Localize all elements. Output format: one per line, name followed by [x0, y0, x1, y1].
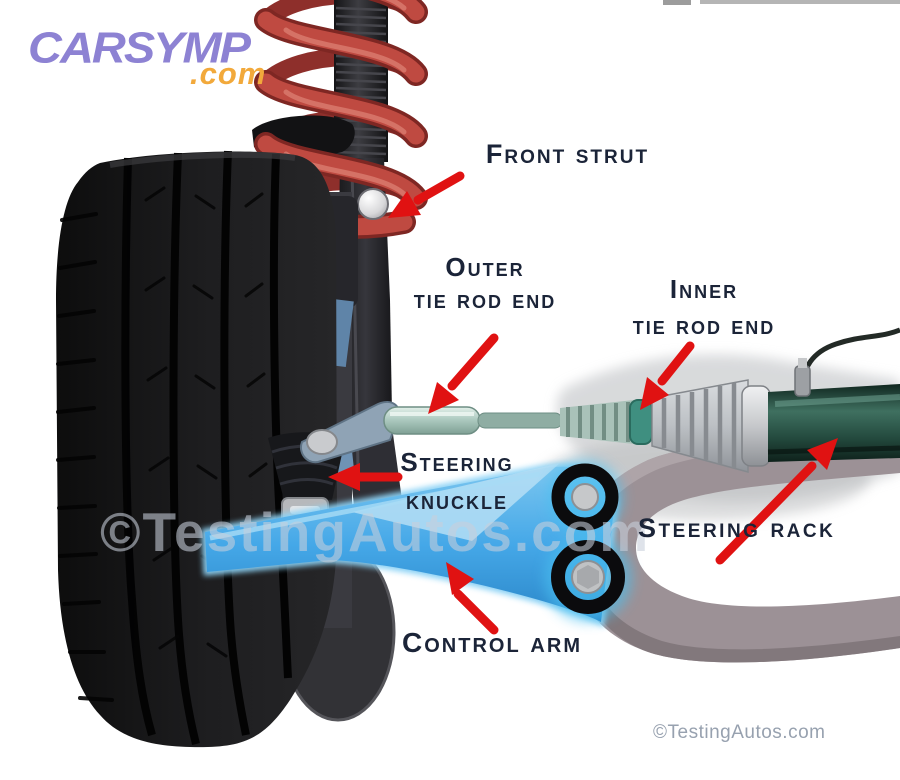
label-control-arm: Control arm [402, 627, 582, 658]
center-watermark: ©TestingAutos.com [100, 501, 651, 563]
label-front-strut: Front strut [485, 139, 650, 169]
label-knuckle-line2: knuckle [406, 485, 508, 515]
label-outer-line2: tie rod end [413, 284, 557, 314]
label-outer-tie-rod-end: Outer tie rod end [370, 251, 600, 315]
subframe [572, 430, 900, 663]
sensor-wire [794, 327, 900, 397]
label-inner-tie-rod-end: Inner tie rod end [593, 271, 815, 343]
tie-rod [300, 379, 749, 473]
control-arm-arrow [446, 562, 499, 635]
label-steering-knuckle: Steering knuckle [367, 443, 547, 519]
bushing-rear [551, 540, 625, 614]
front-strut-arrow [388, 171, 465, 218]
control-arm-bushings [544, 460, 632, 622]
bushing-front [551, 463, 619, 531]
label-outer-line1: Outer [445, 252, 525, 282]
outer-tie-rod-end-arrow [428, 333, 499, 414]
strut-bolt-ball [357, 188, 389, 220]
label-inner-line2: tie rod end [632, 310, 776, 340]
steering-rack-arrow [715, 438, 838, 565]
coil-spring [254, 0, 428, 239]
steering-knuckle-arrow [328, 463, 403, 491]
carsymp-logo: CARSYMP .com [28, 20, 318, 100]
logo-brand-text: CARSYMP [28, 23, 251, 72]
logo-tld-text: .com [190, 56, 267, 91]
label-steering-rack: Steering rack [638, 513, 836, 543]
inner-tie-rod-end-arrow [640, 341, 695, 410]
label-knuckle-line1: Steering [400, 447, 514, 477]
credit-watermark: ©TestingAutos.com [653, 722, 826, 743]
photo-edge-fragments [663, 0, 900, 5]
annotation-arrows [328, 171, 838, 635]
label-inner-line1: Inner [669, 274, 739, 304]
steering-rack [741, 327, 900, 467]
